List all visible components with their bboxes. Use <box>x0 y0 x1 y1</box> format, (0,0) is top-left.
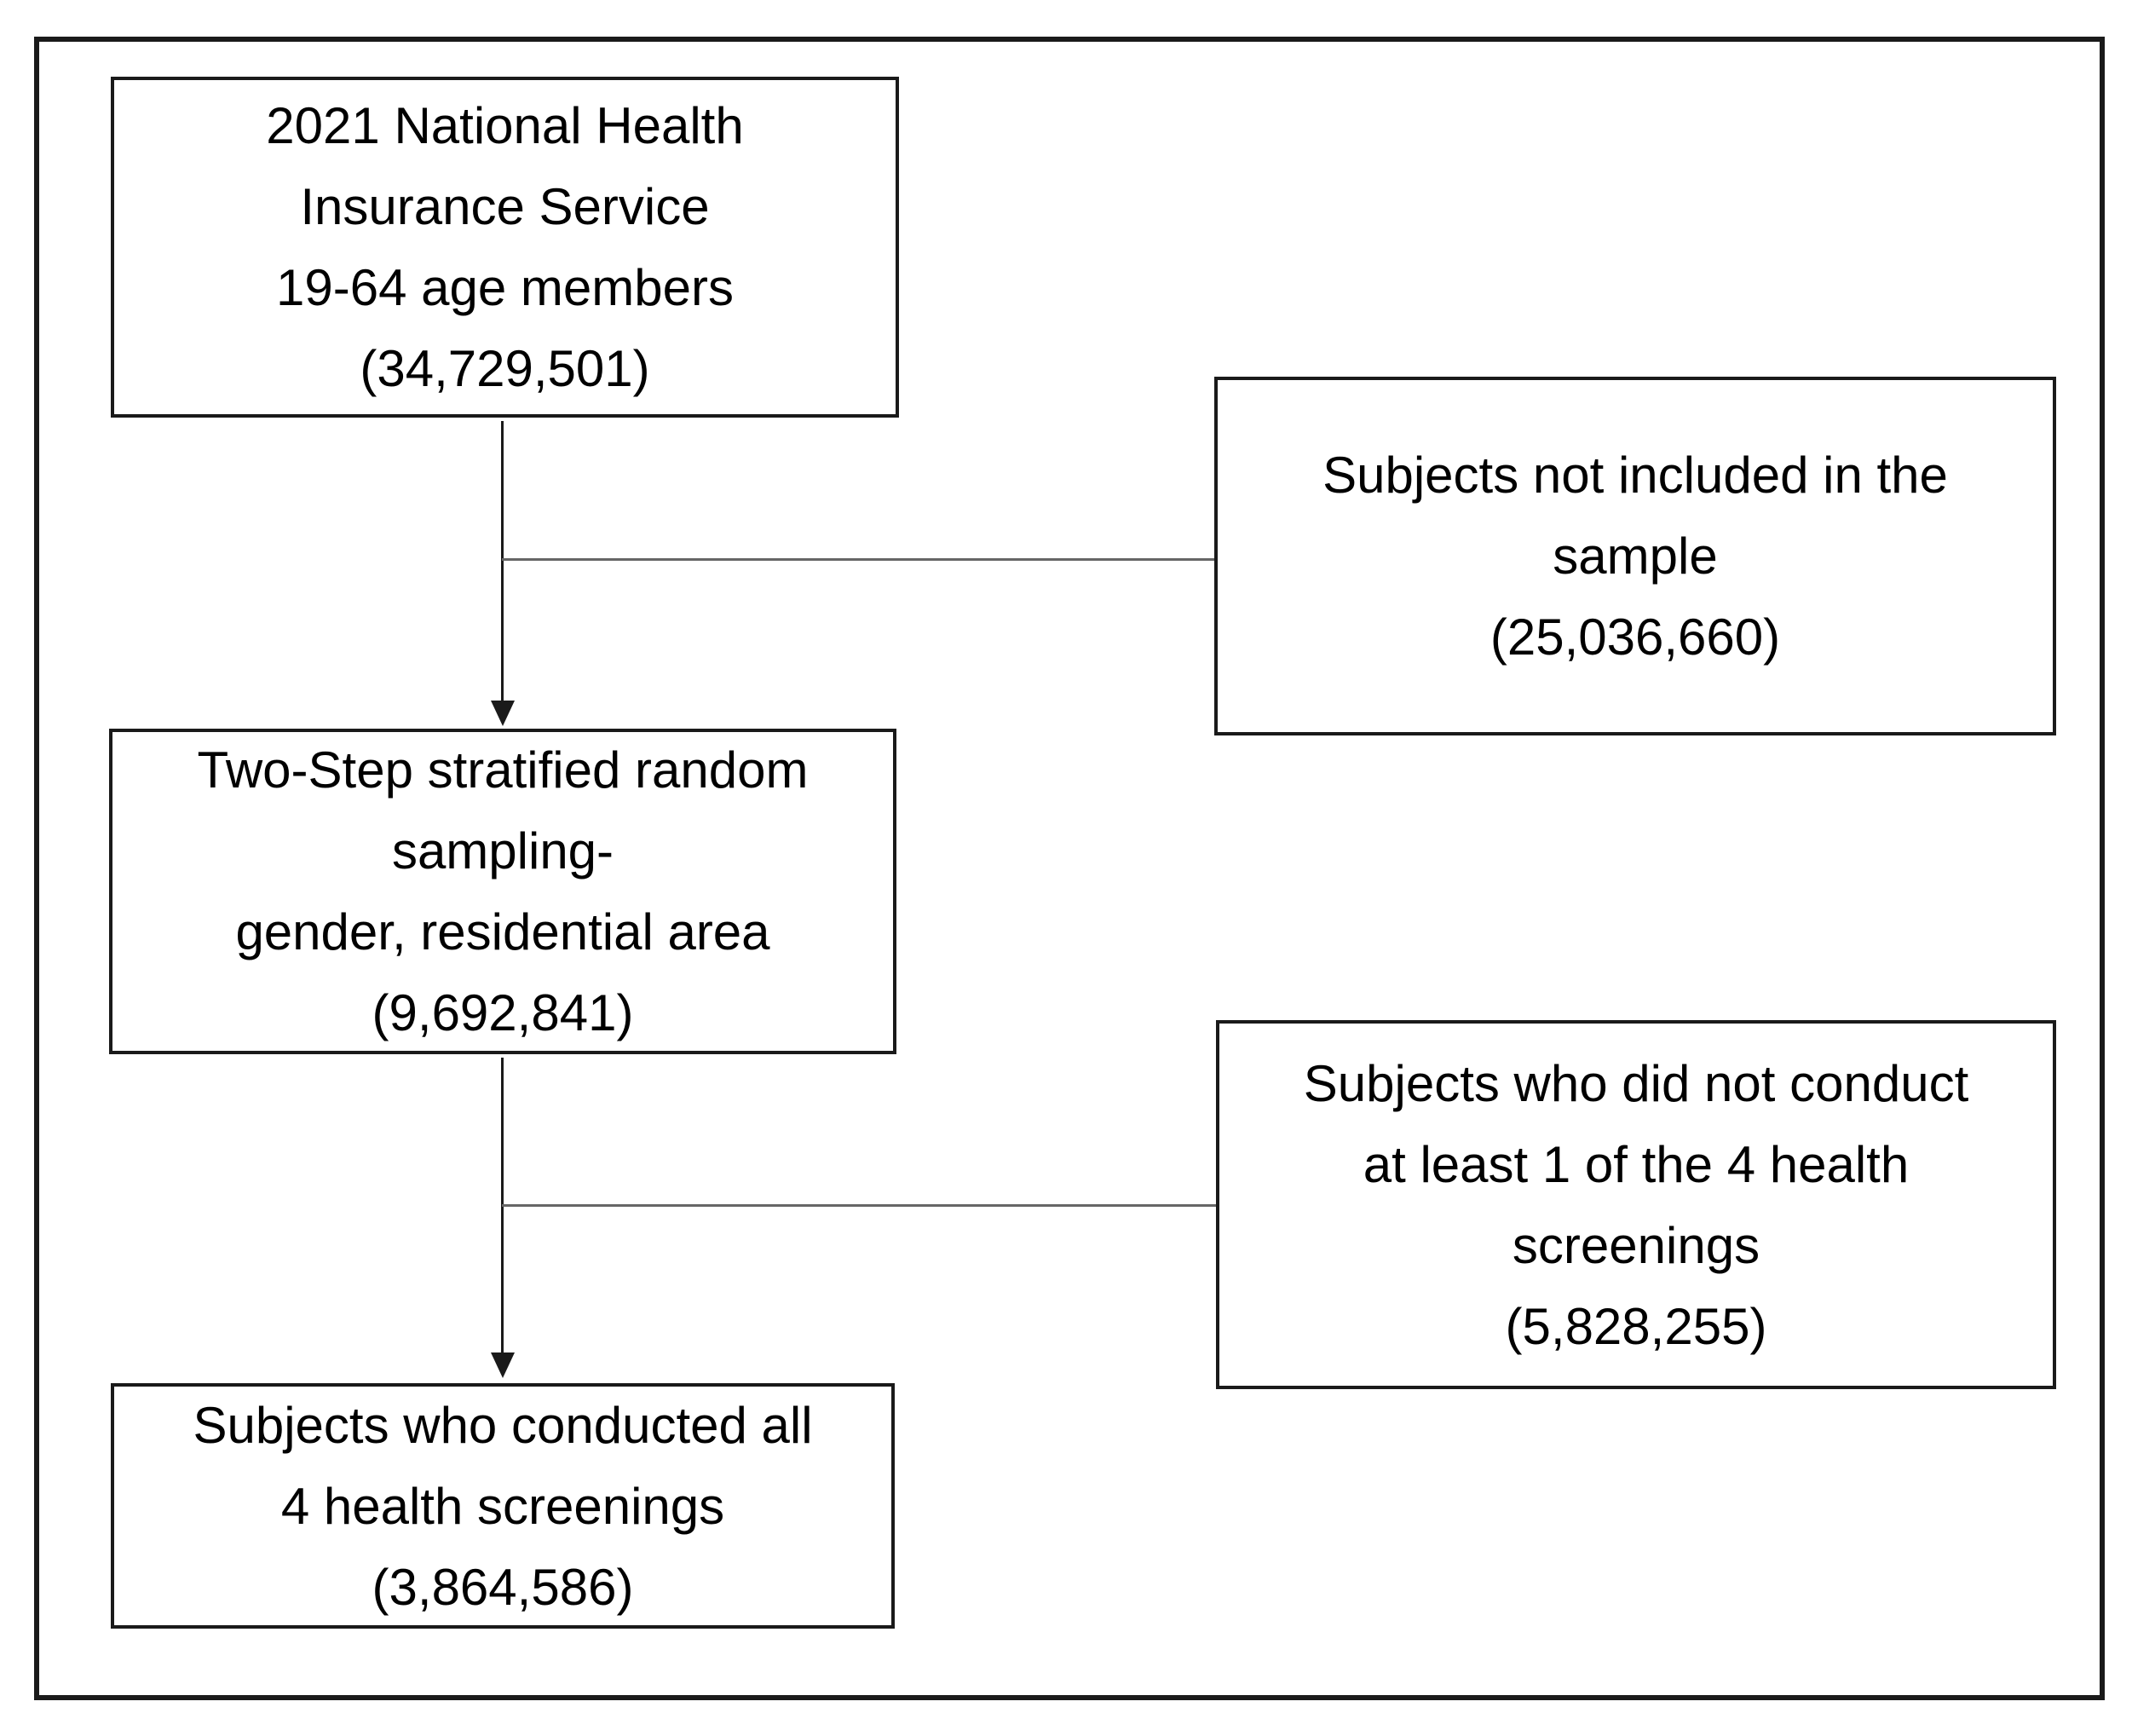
node-excluded-incomplete-screenings: Subjects who did not conduct at least 1 … <box>1216 1020 2056 1389</box>
node-population-source: 2021 National Health Insurance Service 1… <box>111 77 899 418</box>
connector-vertical-sampling-to-final <box>501 1058 504 1356</box>
connector-branch-to-no-screening <box>502 1204 1216 1207</box>
arrowhead-down-icon <box>491 1352 515 1378</box>
connector-branch-to-not-sampled <box>502 558 1214 561</box>
node-excluded-not-sampled: Subjects not included in the sample (25,… <box>1214 377 2056 735</box>
arrowhead-down-icon <box>491 701 515 726</box>
node-final-sample: Subjects who conducted all 4 health scre… <box>111 1383 895 1629</box>
node-stratified-sampling: Two-Step stratified random sampling- gen… <box>109 729 896 1054</box>
connector-vertical-population-to-sampling <box>501 421 504 704</box>
